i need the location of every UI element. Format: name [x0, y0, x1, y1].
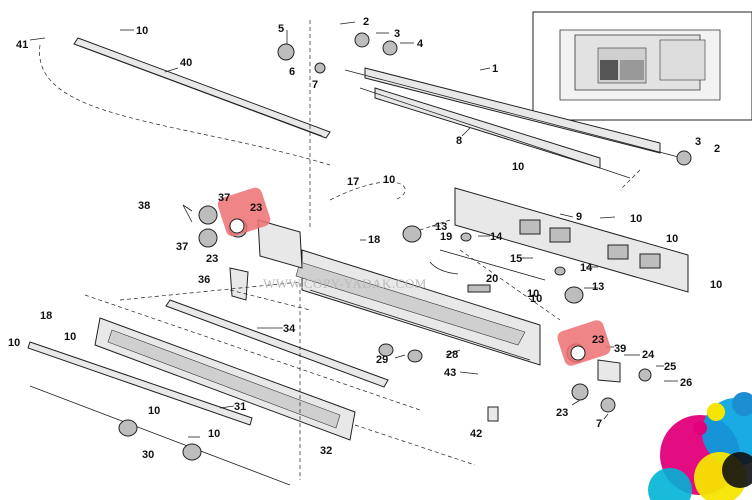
label-2: 2: [363, 16, 369, 28]
label-6: 6: [289, 66, 295, 78]
part-1-roller: [344, 67, 691, 161]
part-36-bracket: [229, 267, 249, 301]
label-37: 37: [218, 192, 230, 204]
part-30-shaft: [29, 385, 291, 486]
label-17: 17: [347, 176, 359, 188]
highlight-markers: [217, 187, 611, 366]
small-parts: [378, 225, 584, 422]
leader-lines: [29, 21, 678, 438]
label-41: 41: [16, 39, 28, 51]
label-9: 9: [576, 211, 582, 223]
label-8: 8: [456, 135, 462, 147]
label-36: 36: [198, 274, 210, 286]
part-32-frame: [94, 317, 356, 441]
watermark: WWW.COPY-YADAK.COM: [263, 276, 427, 291]
label-31: 31: [234, 401, 246, 413]
label-3: 3: [394, 28, 400, 40]
label-4: 4: [417, 38, 424, 50]
part-31-rod: [27, 341, 253, 426]
part-28-frame: [295, 249, 541, 366]
printer-inset: [532, 11, 752, 121]
label-24: 24: [642, 349, 655, 361]
label-26: 26: [680, 377, 692, 389]
label-42: 42: [470, 428, 482, 440]
label-10: 10: [64, 331, 76, 343]
label-19: 19: [440, 231, 452, 243]
label-23: 23: [250, 202, 262, 214]
label-13: 13: [592, 281, 604, 293]
label-10: 10: [710, 279, 722, 291]
label-1: 1: [492, 63, 498, 75]
label-10: 10: [512, 161, 524, 173]
top-small-parts: [277, 32, 692, 166]
label-10: 10: [383, 174, 395, 186]
label-13: 13: [435, 221, 447, 233]
label-14: 14: [580, 262, 593, 274]
label-10: 10: [630, 213, 642, 225]
label-34: 34: [283, 323, 296, 335]
label-15: 15: [510, 253, 522, 265]
label-10: 10: [208, 428, 220, 440]
label-3: 3: [695, 136, 701, 148]
cmyk-logo: [648, 392, 752, 500]
label-23: 23: [206, 253, 218, 265]
label-38: 38: [138, 200, 150, 212]
label-23: 23: [556, 407, 568, 419]
label-7: 7: [312, 79, 318, 91]
label-28: 28: [446, 349, 458, 361]
label-30: 30: [142, 449, 154, 461]
label-14: 14: [490, 231, 503, 243]
part-40-bracket: [73, 37, 331, 139]
part-34-plate: [165, 299, 389, 388]
label-20: 20: [486, 273, 498, 285]
label-10: 10: [527, 288, 539, 300]
label-10: 10: [530, 293, 542, 305]
label-25: 25: [664, 361, 676, 373]
dashed-guides: [39, 20, 641, 480]
label-18: 18: [368, 234, 380, 246]
part-9-plate: [454, 187, 689, 293]
label-10: 10: [8, 337, 20, 349]
label-5: 5: [278, 23, 284, 35]
label-10: 10: [136, 25, 148, 37]
label-39: 39: [614, 343, 626, 355]
label-23: 23: [592, 334, 604, 346]
label-2: 2: [714, 143, 720, 155]
label-7: 7: [596, 418, 602, 430]
label-10: 10: [148, 405, 160, 417]
label-37: 37: [176, 241, 188, 253]
label-32: 32: [320, 445, 332, 457]
label-40: 40: [180, 57, 192, 69]
label-10: 10: [666, 233, 678, 245]
part-labels: 10 41 40 5 6 7 2 3 4 1 8 3 2 10 9 10 10 …: [8, 16, 722, 461]
label-43: 43: [444, 367, 456, 379]
label-29: 29: [376, 354, 388, 366]
part-8-roller: [359, 87, 631, 179]
label-18: 18: [40, 310, 52, 322]
